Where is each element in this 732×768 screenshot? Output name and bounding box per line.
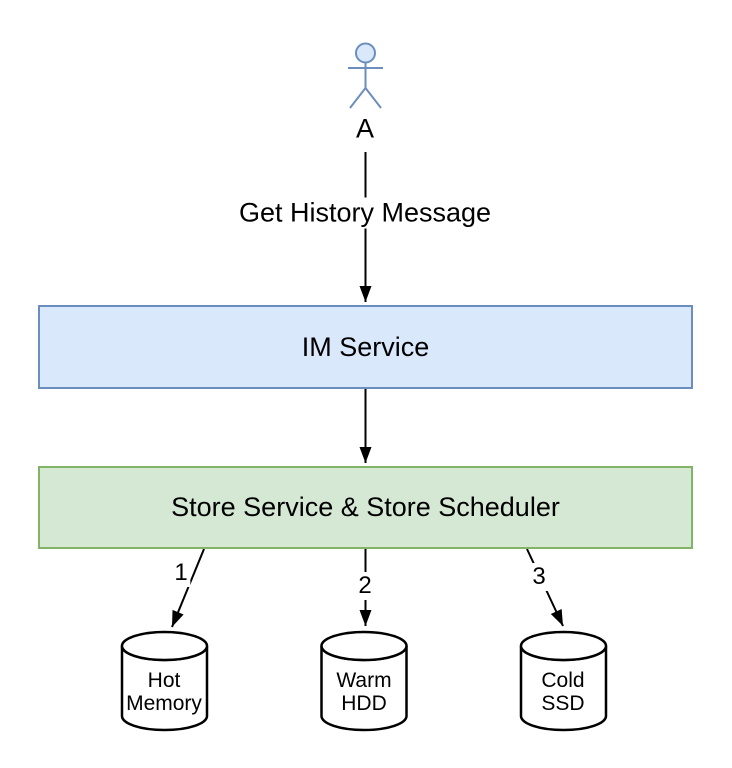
- store-cold-ssd-label: Cold SSD: [541, 669, 585, 715]
- store-warm-hdd-label: Warm HDD: [336, 669, 392, 715]
- node-store-service-label: Store Service & Store Scheduler: [171, 492, 560, 522]
- cylinder-warm-hdd: [320, 630, 408, 732]
- store-hot-memory-label: Hot Memory: [126, 669, 202, 715]
- edge-label-1: 1: [171, 559, 191, 587]
- actor-icon: [348, 42, 383, 109]
- edge-label-2: 2: [355, 572, 375, 600]
- arrow-store-to-hot-memory: [171, 548, 205, 628]
- node-im-service-label: IM Service: [301, 331, 430, 362]
- cylinder-hot-memory: [120, 630, 209, 732]
- node-store-service: Store Service & Store Scheduler: [38, 466, 693, 549]
- edge-label-get-history-message: Get History Message: [233, 197, 497, 229]
- actor-label: A: [355, 113, 375, 144]
- node-im-service: IM Service: [38, 305, 693, 389]
- edge-label-3: 3: [529, 563, 549, 591]
- cylinder-cold-ssd: [519, 630, 608, 732]
